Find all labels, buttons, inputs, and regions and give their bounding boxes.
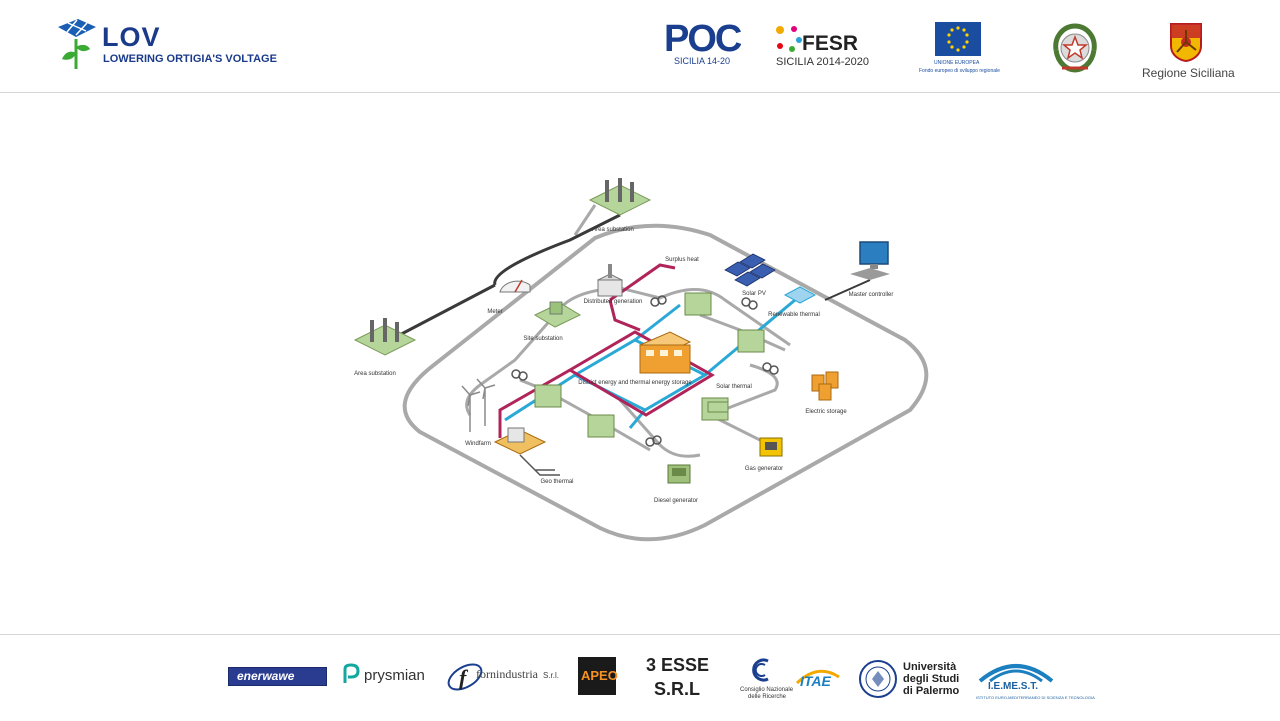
prysmian-icon xyxy=(343,663,360,683)
enerwawe-logo: enerwawe xyxy=(228,667,327,686)
italian-republic-emblem-icon xyxy=(1053,23,1097,73)
unipa-line3: di Palermo xyxy=(903,685,960,697)
eu-flag-icon xyxy=(935,22,981,56)
transmission-lines xyxy=(389,213,621,342)
unipa-line2: degli Studi xyxy=(903,673,960,685)
footer-partners: enerwawe prysmian f fornindustria S.r.l.… xyxy=(0,634,1280,721)
area-substation-left xyxy=(353,318,417,356)
area-substation-top xyxy=(588,178,652,216)
label-district-energy: District energy and thermal energy stora… xyxy=(578,380,692,386)
cnr-line2: delle Ricerche xyxy=(748,694,787,700)
label-windfarm: Windfarm xyxy=(465,441,491,447)
trinacria-shield-icon xyxy=(1170,23,1202,62)
site-substation xyxy=(533,301,582,328)
electric-network xyxy=(498,263,715,438)
label-area-substation-top: Area substation xyxy=(592,227,634,233)
iemest-label: I.E.ME.S.T. xyxy=(988,681,1039,692)
distributed-generation xyxy=(596,264,624,297)
controller-line xyxy=(824,279,871,301)
label-solar-pv: Solar PV xyxy=(742,291,766,297)
label-master-controller: Master controller xyxy=(849,292,894,298)
header-bar: LOV LOWERING ORTIGIA'S VOLTAGE POC SICIL… xyxy=(0,0,1280,93)
geothermal-plant xyxy=(493,427,547,455)
itae-logo-icon xyxy=(795,669,840,685)
regione-siciliana-logo: Regione Siciliana xyxy=(1140,22,1236,82)
windfarm-turbines xyxy=(461,378,496,432)
meter-icon xyxy=(499,279,531,293)
three-esse-line2: S.R.L xyxy=(654,679,701,699)
eu-logo-line2: Fondo europeo di sviluppo regionale xyxy=(919,68,1000,74)
diesel-generator xyxy=(667,464,691,484)
eu-logo-line1: UNIONE EUROPEA xyxy=(934,60,980,66)
apeo-label: APEO xyxy=(581,668,618,683)
iemest-logo-icon xyxy=(978,664,1054,683)
poc-logo-sub: SICILIA 14-20 xyxy=(674,56,731,66)
prysmian-label: prysmian xyxy=(364,667,425,684)
poc-logo: POC SICILIA 14-20 xyxy=(662,18,742,70)
svg-text:f: f xyxy=(459,665,469,690)
fornindustria-suffix: S.r.l. xyxy=(543,671,560,680)
cnr-icon xyxy=(752,658,769,682)
renewable-thermal-collector xyxy=(783,286,817,304)
fesr-logo: FESR SICILIA 2014-2020 xyxy=(772,22,876,72)
region-label: Regione Siciliana xyxy=(1142,66,1235,80)
cnr-line1: Consiglio Nazionale xyxy=(740,687,794,693)
gas-generator xyxy=(759,437,783,457)
project-acronym: LOV xyxy=(102,22,161,52)
three-esse-line1: 3 ESSE xyxy=(646,655,710,675)
itae-label: ITAE xyxy=(800,673,831,689)
fesr-logo-mark: FESR xyxy=(802,32,859,55)
solar-thermal-building xyxy=(707,401,729,413)
geo-pipes xyxy=(519,454,560,476)
lov-logo-icon xyxy=(58,19,96,69)
solar-pv-panels xyxy=(724,253,776,287)
fesr-logo-sub: SICILIA 2014-2020 xyxy=(776,56,869,68)
fornindustria-icon: f xyxy=(447,663,483,691)
label-renewable-thermal: Renewable thermal xyxy=(768,312,820,318)
label-area-substation-left: Area substation xyxy=(354,371,396,377)
connector-loops xyxy=(511,295,779,447)
district-energy-building xyxy=(638,331,692,374)
label-site-substation: Site substation xyxy=(523,336,562,342)
apeo-logo: APEO xyxy=(578,657,618,695)
fornindustria-label: fornindustria xyxy=(476,667,538,681)
fesr-dots-icon xyxy=(776,26,802,52)
label-solar-thermal: Solar thermal xyxy=(716,384,752,390)
unipa-seal-icon xyxy=(859,660,897,698)
grid-ring xyxy=(402,223,929,542)
iemest-sub: ISTITUTO EURO-MEDITERRANEO DI SCIENZA E … xyxy=(976,695,1095,700)
electric-storage xyxy=(811,371,839,401)
project-name: LOWERING ORTIGIA'S VOLTAGE xyxy=(103,53,277,65)
unipa-line1: Università xyxy=(903,661,957,673)
label-surplus-heat: Surplus heat xyxy=(665,257,699,263)
label-electric-storage: Electric storage xyxy=(805,409,847,415)
label-meter: Meter xyxy=(487,309,502,315)
label-diesel-generator: Diesel generator xyxy=(654,498,698,504)
smart-grid-diagram: Area substation Area substation Meter Si… xyxy=(353,178,929,542)
master-controller-monitor xyxy=(850,241,890,280)
label-distributed-generation: Distributed generation xyxy=(584,299,643,305)
label-geo-thermal: Geo thermal xyxy=(540,479,573,485)
eu-logo: UNIONE EUROPEA Fondo europeo di sviluppo… xyxy=(916,22,1002,78)
enerwawe-label: enerwawe xyxy=(237,669,295,683)
poc-logo-mark: POC xyxy=(664,18,742,60)
label-gas-generator: Gas generator xyxy=(745,466,783,472)
